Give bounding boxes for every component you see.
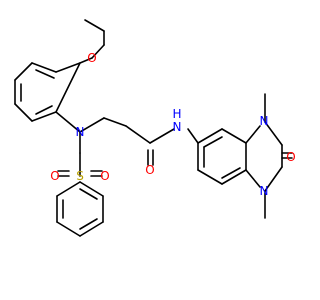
ethoxy-oxygen-label: O	[87, 51, 96, 65]
ring-nitrogen-bottom-label: N	[260, 184, 269, 198]
sulfonyl-oxygen-right-label: O	[100, 169, 109, 183]
amide-nitrogen-label: N	[173, 120, 182, 134]
urea-oxygen-label: O	[286, 150, 295, 164]
atom-labels: O N S O O O N H N N O	[50, 51, 295, 198]
molecule-structure: O N S O O O N H N N O	[14, 19, 296, 237]
amide-oxygen-label: O	[145, 163, 154, 177]
sulfonamide-nitrogen-label: N	[76, 125, 85, 139]
sulfonyl-oxygen-left-label: O	[50, 169, 59, 183]
ring-nitrogen-top-label: N	[260, 114, 269, 128]
bond-lines	[14, 19, 293, 237]
sulfonyl-sulfur-label: S	[76, 169, 84, 183]
amide-hydrogen-label: H	[172, 107, 181, 121]
